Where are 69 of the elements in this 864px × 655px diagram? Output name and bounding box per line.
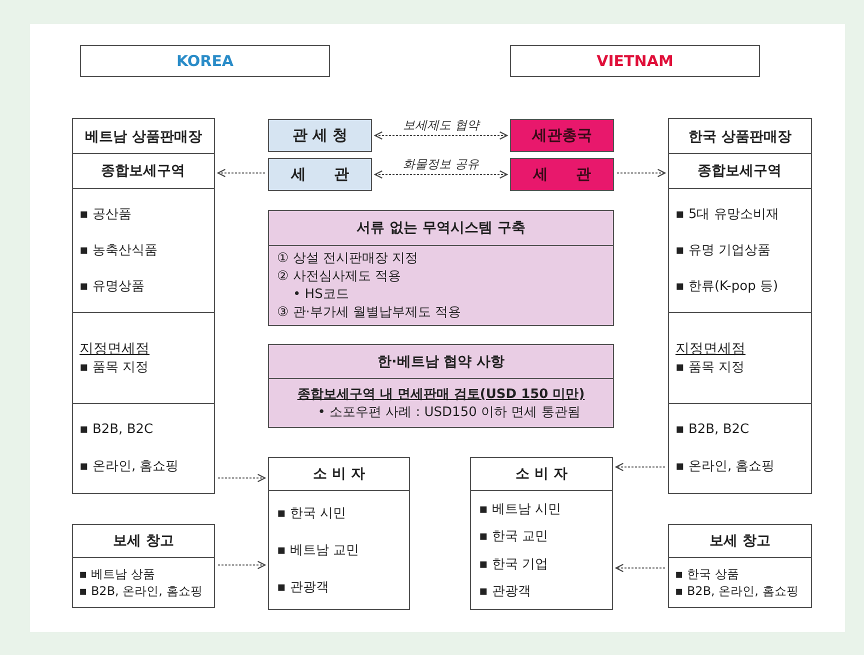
agency-box <box>510 158 614 191</box>
list-item: • HS코드 <box>292 286 350 304</box>
list-item: ▪ B2B, B2C <box>676 422 750 437</box>
list-item: • 소포우편 사례 : USD150 이하 면세 통관됨 <box>316 404 580 421</box>
box-title: 소 비 자 <box>516 465 568 483</box>
list-item: ▪ 베트남 교민 <box>277 542 360 559</box>
list-item: ② 사전심사제도 적용 <box>277 268 402 286</box>
list-item: ▪ 공산품 <box>80 206 132 224</box>
dotted-arrow <box>374 170 508 179</box>
list-item: ▪ B2B, 온라인, 홈쇼핑 <box>79 582 204 600</box>
panel-title: 베트남 상품판매장 <box>85 128 202 146</box>
list-item: ▪ 품목 지정 <box>676 358 746 376</box>
dotted-arrow <box>218 474 266 482</box>
list-item: ▪ 온라인, 홈쇼핑 <box>80 458 180 476</box>
list-item: ▪ B2B, 온라인, 홈쇼핑 <box>675 582 800 600</box>
list-item: ▪ 베트남 상품 <box>79 566 156 582</box>
list-item: ▪ B2B, B2C <box>80 422 154 437</box>
list-item: ▪ 5대 유망소비재 <box>676 206 780 224</box>
list-item: ▪ 한류(K-pop 등) <box>676 278 780 295</box>
country-header-box <box>510 45 760 77</box>
info-box <box>268 210 614 326</box>
market-panel <box>668 118 812 494</box>
info-box <box>268 344 614 428</box>
dotted-arrow <box>617 168 666 178</box>
dotted-arrow <box>217 168 265 178</box>
list-item: ▪ 농축산식품 <box>80 242 158 259</box>
section-title: 종합보세구역 <box>101 162 185 180</box>
dotted-arrow <box>374 131 508 140</box>
section-heading: 지정면세점 <box>676 340 746 358</box>
list-item: ③ 관·부가세 월별납부제도 적용 <box>277 304 462 322</box>
list-item: ▪ 온라인, 홈쇼핑 <box>676 458 776 476</box>
list-item: ▪ 관광객 <box>277 578 330 596</box>
list-item: ▪ 한국 기업 <box>479 556 550 573</box>
agency-name: 세관총국 <box>530 126 593 145</box>
agency-box <box>510 119 614 152</box>
agency-name: 세 관 <box>533 165 591 184</box>
agency-box <box>268 119 372 152</box>
market-panel <box>72 118 215 494</box>
info-box <box>668 524 812 608</box>
list-item: ▪ 유명상품 <box>80 278 146 295</box>
agency-box <box>268 158 372 191</box>
list-item: ▪ 한국 상품 <box>675 566 740 582</box>
list-item: ▪ 품목 지정 <box>80 358 150 376</box>
agency-name: 관 세 청 <box>291 126 349 145</box>
info-box <box>268 457 410 610</box>
list-item: ▪ 한국 교민 <box>479 528 550 546</box>
box-title: 보세 창고 <box>710 532 770 550</box>
country-name: VIETNAM <box>596 51 674 72</box>
country-header-box <box>80 45 330 77</box>
box-title: 한·베트남 협약 사항 <box>377 352 505 370</box>
country-name: KOREA <box>175 51 235 72</box>
list-item: ▪ 관광객 <box>479 583 532 600</box>
section-title: 종합보세구역 <box>698 162 782 180</box>
list-item: ▪ 한국 시민 <box>277 505 348 522</box>
list-item: ① 상설 전시판매장 지정 <box>277 250 420 268</box>
dotted-arrow <box>615 564 665 572</box>
agency-name: 세 관 <box>291 165 349 184</box>
section-heading: 지정면세점 <box>80 340 150 358</box>
box-title: 서류 없는 무역시스템 구축 <box>356 219 526 237</box>
info-box <box>72 524 215 608</box>
list-item: ▪ 베트남 시민 <box>479 500 562 518</box>
box-title: 소 비 자 <box>313 465 365 483</box>
dotted-arrow <box>615 462 665 472</box>
agreement-item: 종합보세구역 내 면세판매 검토(USD 150 미만) <box>297 386 585 403</box>
panel-title: 한국 상품판매장 <box>688 128 792 146</box>
box-title: 보세 창고 <box>113 532 174 550</box>
list-item: ▪ 유명 기업상품 <box>676 242 772 259</box>
info-box <box>470 457 613 610</box>
dotted-arrow <box>218 560 266 570</box>
